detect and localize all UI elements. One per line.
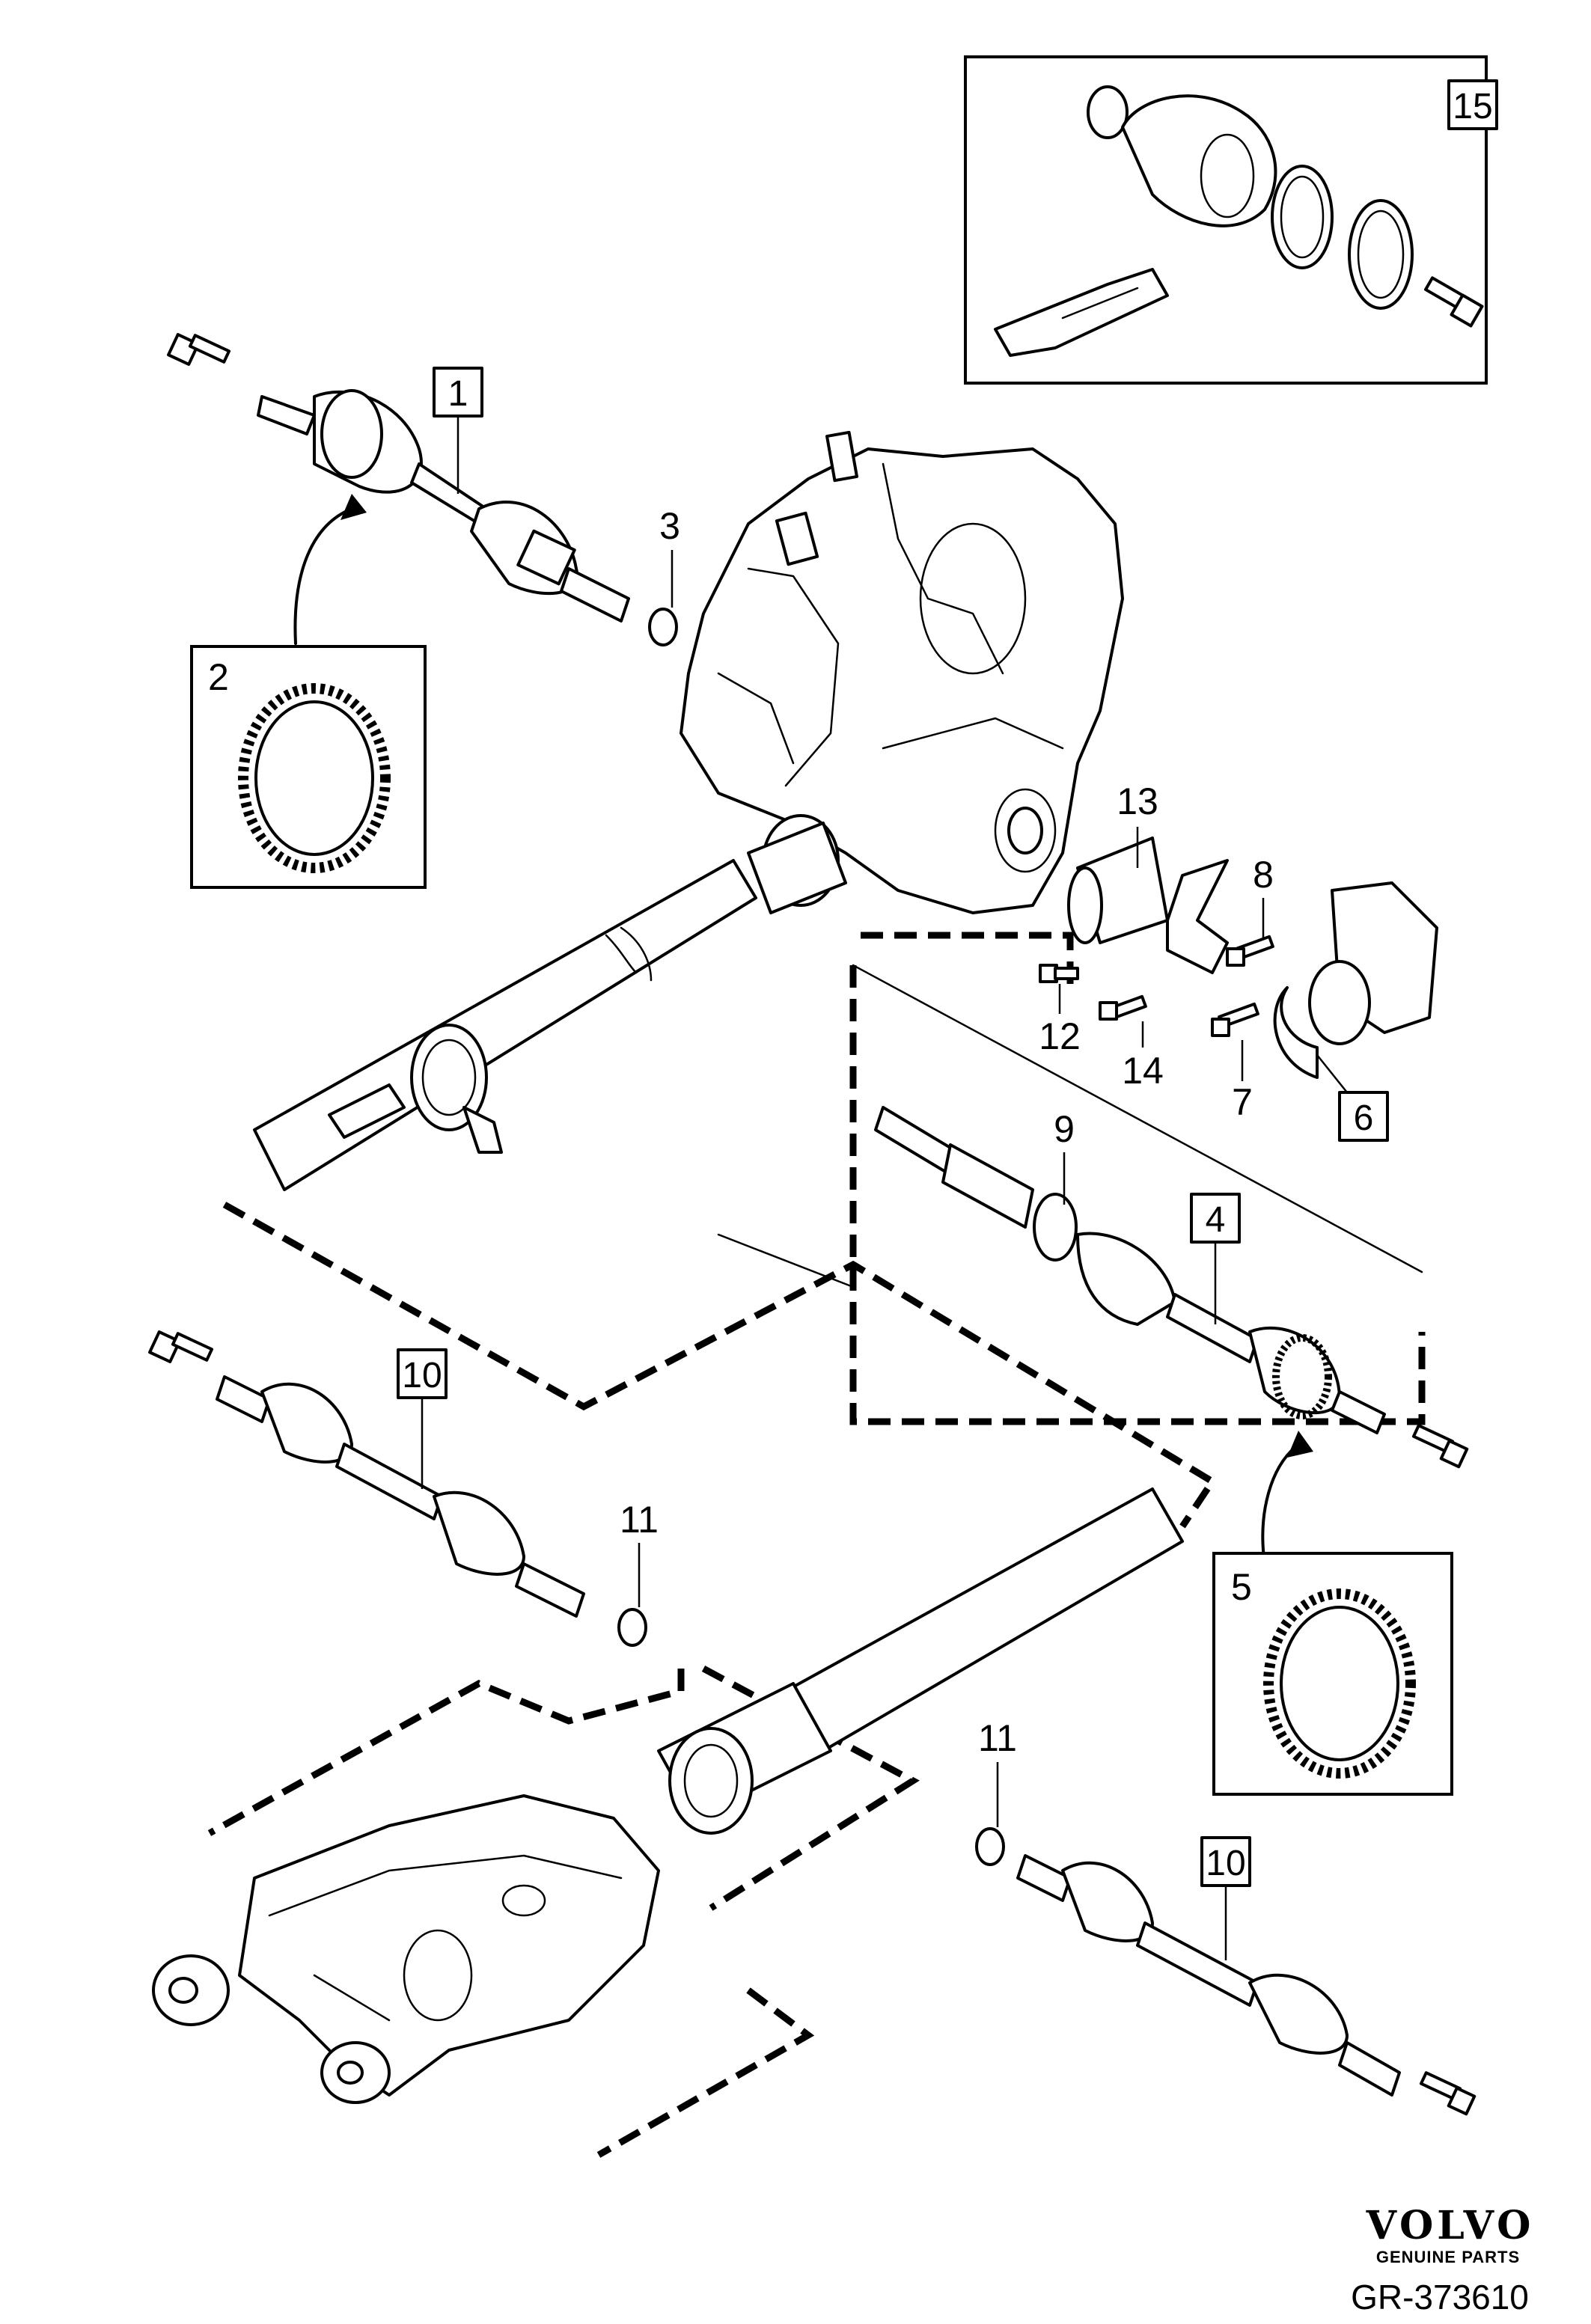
- o-ring-11-icon: [617, 1608, 647, 1647]
- abs-sensor-ring-icon: [238, 683, 391, 873]
- cv-boot-kit-box: 15: [964, 55, 1498, 385]
- abs-sensor-ring-icon: [1263, 1588, 1416, 1779]
- arrow-to-detail-2: [293, 507, 353, 645]
- detail-box-2-abs-ring: [190, 645, 427, 889]
- callout-12: 12: [1039, 1015, 1081, 1057]
- callout-13: 13: [1117, 780, 1158, 822]
- callout-9: 9: [1054, 1108, 1075, 1150]
- callout-14: 14: [1122, 1050, 1164, 1092]
- callout-box-1: [433, 367, 483, 418]
- volvo-logo: VOLVO: [1366, 2203, 1535, 2248]
- kit-boot-icon: [1087, 85, 1277, 227]
- rear-right-drive-shaft: [1016, 1854, 1477, 2116]
- callout-2: 2: [208, 656, 229, 698]
- intermediate-bearing-parts: [1067, 837, 1229, 974]
- diagram-reference: GR-373610: [1351, 2278, 1529, 2317]
- genuine-parts-tagline: GENUINE PARTS: [1376, 2248, 1520, 2266]
- bearing-bracket-icon: [1273, 881, 1438, 1079]
- callout-10-right: 10: [1206, 1844, 1245, 1883]
- transmission-housing: [680, 430, 1124, 914]
- propeller-shaft-front: [253, 814, 847, 1191]
- callout-5: 5: [1231, 1566, 1252, 1608]
- o-ring-11-right-icon: [975, 1827, 1005, 1866]
- rear-differential: [152, 1794, 660, 2104]
- kit-bolt-icon: [1424, 276, 1484, 328]
- callout-10-left: 10: [402, 1356, 442, 1395]
- o-ring-3-icon: [648, 608, 678, 646]
- callout-3: 3: [659, 505, 680, 547]
- propeller-shaft-rear: [657, 1487, 1184, 1835]
- callout-1: 1: [448, 374, 468, 414]
- callout-15: 15: [1453, 87, 1492, 126]
- callout-7: 7: [1232, 1081, 1253, 1123]
- callout-11-right: 11: [978, 1717, 1017, 1759]
- callout-11-left: 11: [620, 1499, 659, 1541]
- front-right-drive-shaft: [874, 1106, 1469, 1469]
- kit-clamp-rings-icon: [1271, 165, 1414, 310]
- rear-left-drive-shaft: [148, 1330, 585, 1618]
- front-left-drive-shaft: [167, 333, 630, 623]
- kit-grease-packet-icon: [994, 268, 1169, 357]
- bolt-icon: [167, 333, 231, 366]
- dashed-guide-lines: [207, 932, 1426, 2158]
- arrow-to-detail-5: [1261, 1446, 1296, 1565]
- callout-6: 6: [1354, 1098, 1374, 1138]
- bolt-icons: [1039, 935, 1274, 1037]
- detail-box-5-abs-ring: [1212, 1552, 1453, 1796]
- callout-4: 4: [1206, 1200, 1226, 1240]
- callout-8: 8: [1253, 854, 1274, 896]
